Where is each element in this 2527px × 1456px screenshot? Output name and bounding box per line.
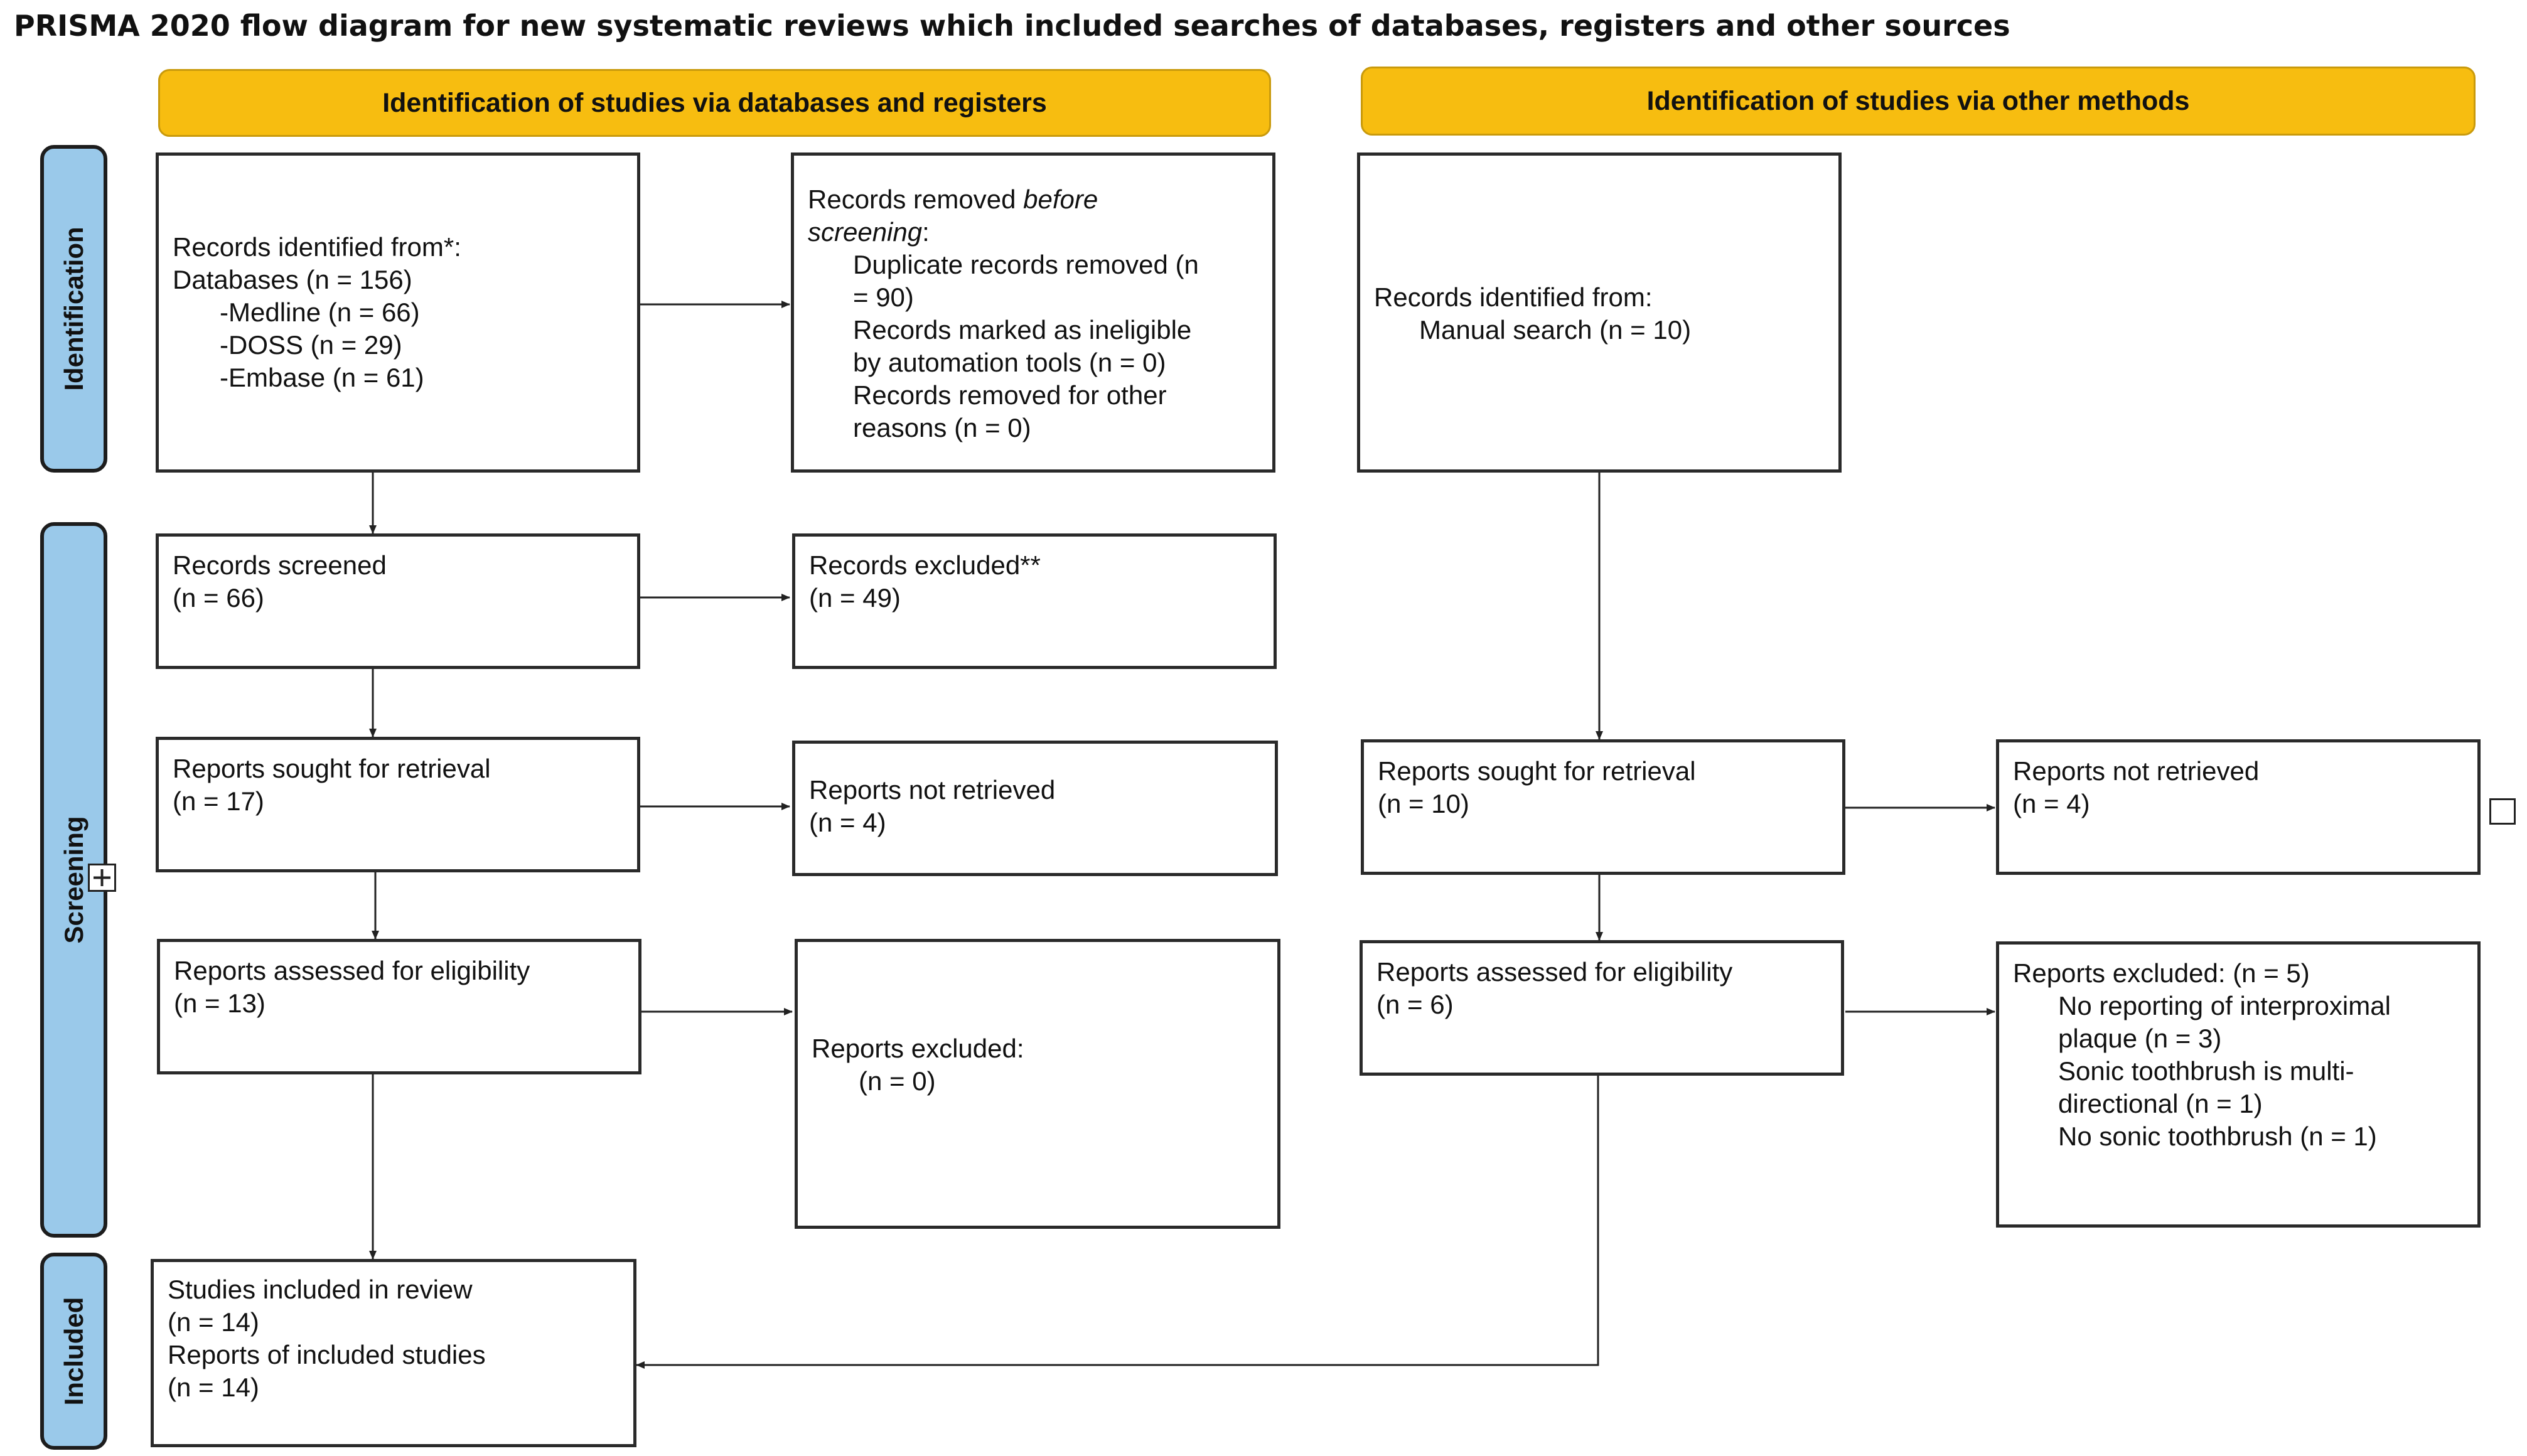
text-line: (n = 49)	[809, 583, 901, 613]
text-line: (n = 66)	[173, 583, 264, 613]
text-line: Sonic toothbrush is multi-	[2058, 1056, 2354, 1086]
phase-identification: Identification	[40, 145, 107, 473]
text-line: Duplicate records removed (n	[853, 250, 1199, 279]
text-line: -Embase (n = 61)	[220, 363, 424, 392]
text-line: (n = 13)	[174, 988, 266, 1018]
page-title: PRISMA 2020 flow diagram for new systema…	[14, 9, 2010, 43]
text-line: Records identified from:	[1374, 282, 1653, 312]
text-line: Reports sought for retrieval	[1378, 756, 1696, 786]
text-line: (n = 4)	[809, 808, 886, 837]
plus-icon	[94, 869, 110, 886]
text-line: Records removed before	[808, 183, 1258, 216]
text-line: Reports not retrieved	[2013, 756, 2260, 786]
text-line: = 90)	[853, 282, 914, 312]
text-line: No reporting of interproximal	[2058, 991, 2391, 1020]
text-line: -Medline (n = 66)	[220, 297, 420, 327]
text-part-italic: screening	[808, 217, 923, 247]
text-part: :	[922, 217, 930, 247]
text-line: Databases (n = 156)	[173, 265, 412, 294]
box-reports-not-retrieved: Reports not retrieved (n = 4)	[792, 741, 1278, 876]
text-line: (n = 17)	[173, 786, 264, 816]
text-line: Reports assessed for eligibility	[1376, 957, 1733, 987]
text-line: reasons (n = 0)	[853, 413, 1031, 442]
box-reports-assessed: Reports assessed for eligibility (n = 13…	[157, 939, 641, 1074]
phase-included: Included	[40, 1253, 107, 1450]
text-line: screening:	[808, 216, 1258, 249]
text-line: Records screened	[173, 550, 387, 580]
text-line: Records removed for other	[853, 380, 1167, 410]
text-line: Reports excluded: (n = 5)	[2013, 958, 2310, 988]
header-other-methods: Identification of studies via other meth…	[1361, 67, 2476, 136]
box-other-reports-assessed: Reports assessed for eligibility (n = 6)	[1360, 940, 1844, 1076]
text-line: Records identified from*:	[173, 232, 461, 262]
box-other-reports-not-retrieved: Reports not retrieved (n = 4)	[1996, 739, 2481, 875]
text-line: Reports sought for retrieval	[173, 754, 491, 783]
box-other-records-identified: Records identified from: Manual search (…	[1357, 153, 1842, 473]
text-line: Studies included in review	[168, 1275, 473, 1304]
text-line: (n = 10)	[1378, 789, 1469, 818]
empty-square-icon	[2489, 798, 2516, 825]
text-line: Reports excluded:	[812, 1034, 1024, 1063]
box-records-excluded: Records excluded** (n = 49)	[792, 533, 1277, 669]
text-line: -DOSS (n = 29)	[220, 330, 402, 360]
header-databases: Identification of studies via databases …	[158, 69, 1271, 137]
arrow-other-assessed-to-included	[636, 1073, 1599, 1369]
box-other-reports-sought: Reports sought for retrieval (n = 10)	[1361, 739, 1845, 875]
box-studies-included: Studies included in review (n = 14) Repo…	[151, 1259, 636, 1447]
text-line: (n = 14)	[168, 1373, 259, 1402]
text-line: No sonic toothbrush (n = 1)	[2058, 1121, 2377, 1151]
box-records-identified: Records identified from*: Databases (n =…	[156, 153, 640, 473]
text-line: by automation tools (n = 0)	[853, 348, 1166, 377]
text-line: Reports assessed for eligibility	[174, 956, 530, 985]
box-records-removed: Records removed before screening: Duplic…	[791, 153, 1275, 473]
resize-handle-icon[interactable]	[88, 864, 116, 892]
text-line: Records marked as ineligible	[853, 315, 1192, 345]
box-reports-excluded: Reports excluded: (n = 0)	[795, 939, 1280, 1229]
box-other-reports-excluded: Reports excluded: (n = 5) No reporting o…	[1996, 941, 2481, 1228]
text-line: (n = 4)	[2013, 789, 2090, 818]
box-records-screened: Records screened (n = 66)	[156, 533, 640, 669]
text-line: (n = 14)	[168, 1307, 259, 1337]
text-line: Records excluded**	[809, 550, 1041, 580]
text-line: (n = 0)	[859, 1066, 936, 1096]
text-line: directional (n = 1)	[2058, 1089, 2263, 1118]
text-line: Manual search (n = 10)	[1419, 315, 1692, 345]
text-line: Reports not retrieved	[809, 775, 1056, 805]
text-line: Reports of included studies	[168, 1340, 486, 1369]
text-part: Records removed	[808, 185, 1024, 214]
text-part-italic: before	[1023, 185, 1098, 214]
box-reports-sought: Reports sought for retrieval (n = 17)	[156, 737, 640, 872]
text-line: (n = 6)	[1376, 990, 1454, 1019]
text-line: plaque (n = 3)	[2058, 1024, 2222, 1053]
